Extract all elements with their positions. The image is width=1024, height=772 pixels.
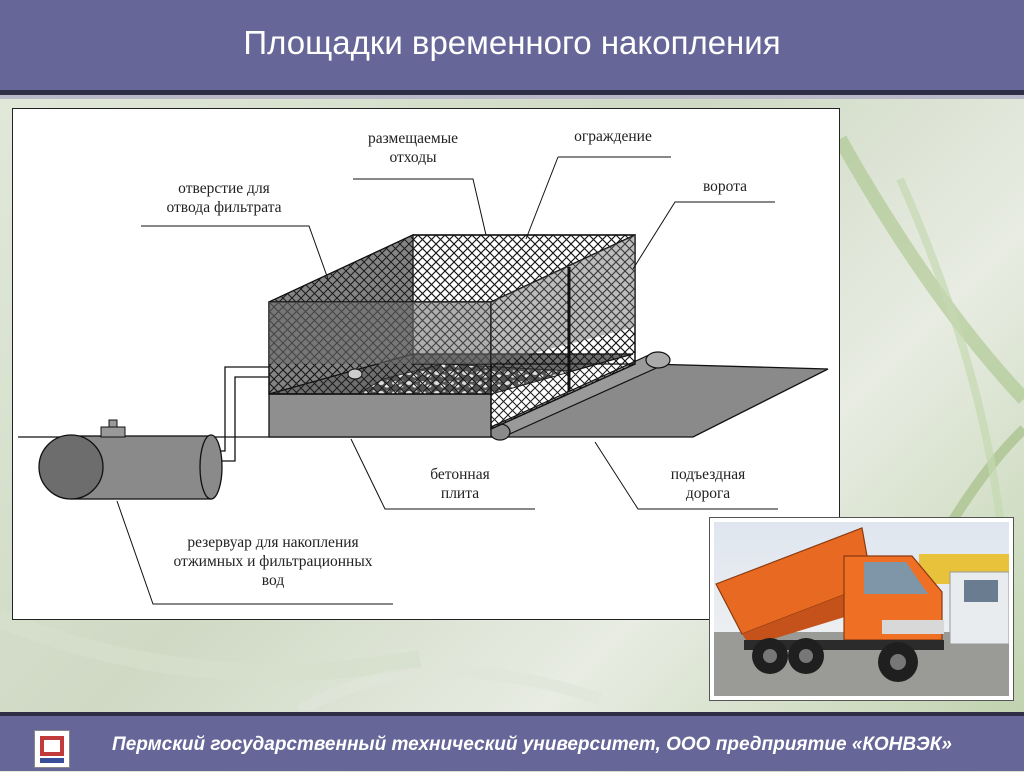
tank-hatch <box>100 426 126 438</box>
label-waste: размещаемые отходы <box>367 130 459 166</box>
title-divider <box>0 95 1024 99</box>
leader-road <box>594 441 778 510</box>
leader-tank <box>116 500 393 605</box>
truck-photo-frame <box>709 517 1014 701</box>
diagram-panel: размещаемые отходы ограждение ворота отв… <box>12 108 840 620</box>
label-fence: ограждение <box>574 128 652 145</box>
leader-slab <box>350 438 535 510</box>
footer-credits: Пермский государственный технический уни… <box>112 734 952 755</box>
label-drain-hole: отверстие для отвода фильтрата <box>166 180 282 216</box>
slide-title: Площадки временного накопления <box>243 24 781 61</box>
leader-gate <box>632 201 775 270</box>
label-concrete-slab: бетонная плита <box>430 466 490 502</box>
concrete-slab <box>268 393 492 438</box>
leader-drain <box>141 225 329 280</box>
fence-gate <box>490 233 636 431</box>
drain-pipe <box>211 366 269 452</box>
title-bar: Площадки временного накопления <box>0 0 1024 95</box>
tank-end-cap <box>38 434 104 500</box>
footer-bar: Пермский государственный технический уни… <box>0 712 1024 771</box>
label-tank: резервуар для накопления отжимных и филь… <box>173 534 373 589</box>
dump-truck-photo <box>714 522 1009 696</box>
label-access-road: подъездная дорога <box>670 466 746 502</box>
grass-background-decoration <box>0 135 1024 711</box>
storage-site-diagram <box>18 156 829 605</box>
leader-waste <box>353 178 487 236</box>
label-gate: ворота <box>702 178 748 195</box>
